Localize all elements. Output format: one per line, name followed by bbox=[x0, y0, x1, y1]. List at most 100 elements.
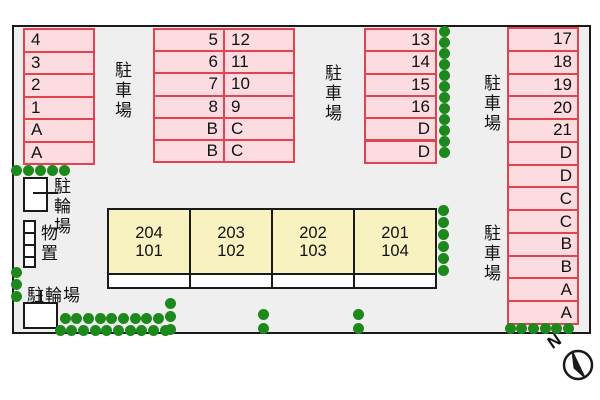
shrub-dot bbox=[94, 312, 106, 324]
parking-stall-block-left-A: A bbox=[23, 118, 95, 143]
shrub-dot bbox=[136, 324, 148, 336]
shrub-dot bbox=[141, 312, 153, 324]
shrub-dot bbox=[257, 322, 269, 334]
shrub-dot bbox=[438, 36, 450, 48]
parking-label-right-bot: 駐車場 bbox=[481, 224, 500, 284]
shrub-dot bbox=[10, 290, 22, 302]
parking-stall-block-left-4: 4 bbox=[23, 28, 95, 53]
parking-stall-block-right-20: 20 bbox=[507, 95, 579, 121]
shrub-dot bbox=[66, 324, 78, 336]
shrub-dot bbox=[54, 324, 66, 336]
shrub-dot bbox=[437, 216, 449, 228]
shrub-dot bbox=[10, 266, 22, 278]
bike-shed-lower bbox=[23, 302, 58, 329]
shrub-dot bbox=[46, 164, 58, 176]
shrub-dot bbox=[438, 146, 450, 158]
shrub-dot bbox=[438, 58, 450, 70]
bicycle-parking-upper: 駐輪場 bbox=[51, 177, 70, 237]
bike-shed-lower-leader bbox=[40, 291, 42, 305]
shrub-dot bbox=[352, 322, 364, 334]
parking-label-left: 駐車場 bbox=[112, 61, 131, 121]
shrub-dot bbox=[352, 308, 364, 320]
unit-number-upper: 202 bbox=[299, 223, 327, 242]
parking-stall-block-right-B: B bbox=[507, 254, 579, 280]
shrub-dot bbox=[89, 324, 101, 336]
unit-number-upper: 203 bbox=[217, 223, 245, 242]
parking-stall-block-mid-right-15: 15 bbox=[364, 72, 437, 97]
shrub-dot bbox=[437, 264, 449, 276]
storage-label: 物置 bbox=[38, 224, 57, 264]
shrub-dot bbox=[106, 312, 118, 324]
parking-stall-block-mid-right-16: 16 bbox=[364, 94, 437, 120]
storage-boxes-divider bbox=[25, 232, 34, 234]
bike-shed-upper bbox=[23, 177, 48, 212]
parking-stall-block-middle-B: B bbox=[153, 139, 225, 164]
parking-stall-block-right-C: C bbox=[507, 209, 579, 234]
shrub-dot bbox=[438, 91, 450, 103]
shrub-dot bbox=[438, 135, 450, 147]
unit-number-upper: 201 bbox=[381, 223, 409, 242]
shrub-dot bbox=[438, 102, 450, 114]
unit-number-lower: 102 bbox=[217, 241, 245, 260]
bicycle-parking-lower: 駐輪場 bbox=[27, 286, 81, 305]
shrub-dot bbox=[148, 324, 160, 336]
shrub-dot bbox=[113, 324, 124, 336]
shrub-dot bbox=[516, 322, 528, 334]
parking-stall-block-right-C: C bbox=[507, 186, 579, 212]
unit-number-lower: 104 bbox=[381, 241, 409, 260]
unit-number-upper: 204 bbox=[135, 223, 163, 242]
shrub-dot bbox=[164, 310, 176, 322]
parking-stall-block-mid-right-D: D bbox=[364, 117, 437, 142]
unit-porch bbox=[355, 275, 435, 287]
shrub-dot bbox=[438, 47, 450, 59]
parking-stall-block-right-19: 19 bbox=[507, 72, 579, 98]
shrub-dot bbox=[82, 312, 94, 324]
shrub-dot bbox=[164, 323, 176, 335]
unit-porch bbox=[191, 275, 271, 287]
shrub-dot bbox=[437, 204, 449, 216]
shrub-dot bbox=[437, 228, 449, 240]
parking-label-middle: 駐車場 bbox=[322, 64, 341, 124]
shrub-dot bbox=[437, 252, 449, 264]
storage-boxes bbox=[23, 220, 36, 268]
bike-shed-upper-leader bbox=[33, 192, 58, 194]
unit-number-lower: 101 bbox=[135, 241, 163, 260]
parking-stall-block-left-3: 3 bbox=[23, 50, 95, 75]
north-compass: N bbox=[544, 330, 594, 381]
storage-boxes-divider bbox=[25, 256, 34, 258]
shrub-dot bbox=[129, 312, 141, 324]
parking-stall-block-middle-11: 11 bbox=[223, 50, 295, 75]
parking-stall-block-mid-right-13: 13 bbox=[364, 28, 437, 53]
shrub-dot bbox=[101, 324, 113, 336]
parking-stall-block-right-18: 18 bbox=[507, 49, 579, 75]
storage-boxes-divider bbox=[25, 244, 34, 246]
shrub-dot bbox=[153, 312, 165, 324]
unit-porch bbox=[109, 275, 189, 287]
shrub-dot bbox=[257, 308, 269, 320]
unit-porch bbox=[273, 275, 353, 287]
shrub-dot bbox=[22, 164, 34, 176]
shrub-dot bbox=[71, 312, 83, 324]
shrub-dot bbox=[563, 322, 574, 334]
parking-stall-block-middle-10: 10 bbox=[223, 72, 295, 97]
parking-stall-block-left-2: 2 bbox=[23, 73, 95, 98]
parking-stall-block-middle-9: 9 bbox=[223, 94, 295, 119]
shrub-dot bbox=[438, 124, 450, 136]
compass-north-label: N bbox=[544, 330, 565, 353]
shrub-dot bbox=[438, 113, 450, 125]
shrub-dot bbox=[438, 69, 450, 81]
parking-stall-block-middle-8: 8 bbox=[153, 94, 225, 119]
shrub-dot bbox=[118, 312, 129, 324]
shrub-dot bbox=[164, 297, 176, 309]
shrub-dot bbox=[77, 324, 89, 336]
shrub-dot bbox=[34, 164, 46, 176]
shrub-dot bbox=[10, 164, 22, 176]
shrub-dot bbox=[539, 322, 551, 334]
parking-stall-block-middle-B: B bbox=[153, 116, 225, 141]
unit-number-lower: 103 bbox=[299, 241, 327, 260]
